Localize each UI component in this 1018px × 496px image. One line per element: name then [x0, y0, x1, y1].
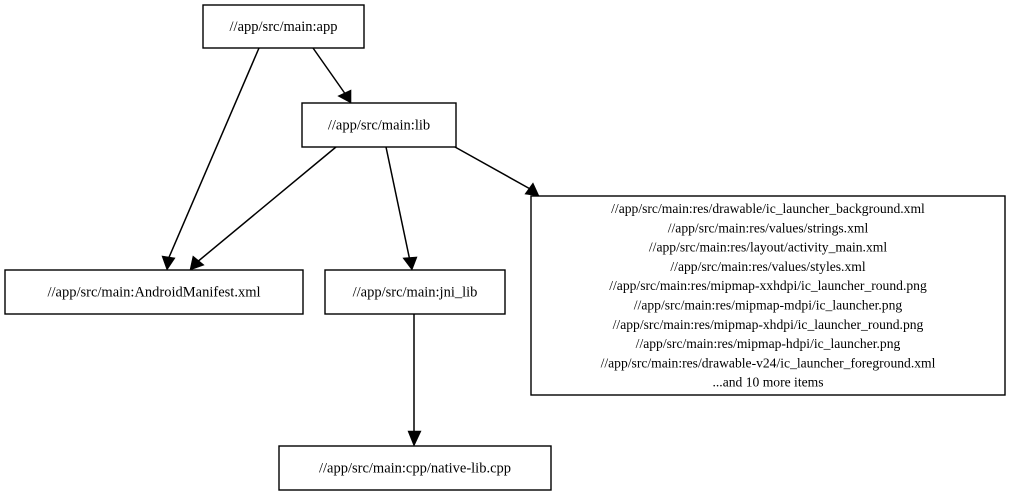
edge-line	[454, 146, 533, 191]
node-box[interactable]	[301, 102, 457, 148]
resource-box[interactable]	[530, 195, 1006, 396]
node-label: //app/src/main:cpp/native-lib.cpp	[319, 460, 511, 476]
resource-line: //app/src/main:res/layout/activity_main.…	[649, 240, 887, 255]
resource-list-node[interactable]: //app/src/main:res/drawable/ic_launcher_…	[530, 195, 1006, 396]
node-box[interactable]	[278, 445, 552, 491]
edge-lib-to-resources	[454, 146, 540, 197]
node-native_lib[interactable]: //app/src/main:cpp/native-lib.cpp	[278, 445, 552, 491]
node-lib[interactable]: //app/src/main:lib	[301, 102, 457, 148]
arrowhead-icon	[189, 255, 205, 271]
edge-app-to-manifest	[161, 47, 260, 271]
node-label: //app/src/main:app	[230, 19, 338, 35]
node-manifest[interactable]: //app/src/main:AndroidManifest.xml	[4, 269, 304, 315]
edge-line	[166, 47, 260, 263]
edge-line	[385, 146, 411, 262]
arrowhead-icon	[524, 182, 540, 197]
resource-line: //app/src/main:res/mipmap-xhdpi/ic_launc…	[613, 317, 924, 332]
node-box[interactable]	[4, 269, 304, 315]
arrowhead-icon	[337, 89, 352, 104]
resource-line: //app/src/main:res/mipmap-xxhdpi/ic_laun…	[609, 278, 927, 293]
resource-line: //app/src/main:res/mipmap-mdpi/ic_launch…	[634, 298, 903, 313]
resource-line: ...and 10 more items	[713, 375, 824, 390]
arrowhead-icon	[407, 430, 422, 447]
node-box[interactable]	[324, 269, 506, 315]
node-label: //app/src/main:AndroidManifest.xml	[47, 284, 260, 300]
edge-lib-to-manifest	[189, 146, 337, 271]
edge-lib-to-jni-lib	[385, 146, 418, 271]
node-label: //app/src/main:lib	[328, 117, 430, 133]
nodes-layer: //app/src/main:app //app/src/main:lib //ap…	[4, 4, 552, 491]
edge-app-to-lib	[312, 47, 352, 104]
edge-jni-lib-to-native-lib	[407, 314, 422, 447]
node-box[interactable]	[202, 4, 365, 49]
edge-line	[312, 47, 347, 96]
edge-line	[195, 146, 337, 264]
resource-line: //app/src/main:res/drawable/ic_launcher_…	[611, 201, 925, 216]
node-label: //app/src/main:jni_lib	[353, 284, 478, 300]
resource-line: //app/src/main:res/values/strings.xml	[668, 220, 869, 235]
arrowhead-icon	[402, 256, 418, 271]
resource-line: //app/src/main:res/drawable-v24/ic_launc…	[601, 355, 936, 370]
resource-line: //app/src/main:res/values/styles.xml	[670, 259, 865, 274]
resource-line: //app/src/main:res/mipmap-hdpi/ic_launch…	[636, 336, 901, 351]
node-app[interactable]: //app/src/main:app	[202, 4, 365, 49]
node-jni_lib[interactable]: //app/src/main:jni_lib	[324, 269, 506, 315]
edges-layer	[161, 47, 540, 447]
arrowhead-icon	[161, 255, 176, 271]
